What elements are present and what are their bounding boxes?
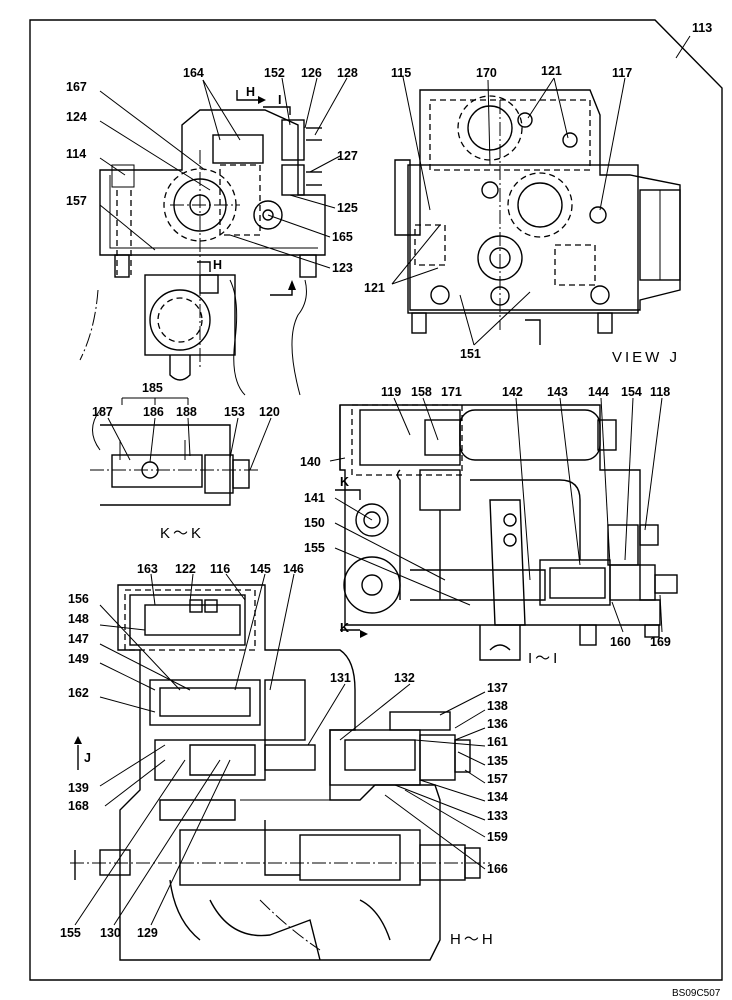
label-152: 152	[264, 66, 285, 80]
label-150: 150	[304, 516, 325, 530]
label-121-bottom: 121	[364, 281, 385, 295]
label-125: 125	[337, 201, 358, 215]
label-160: 160	[610, 635, 631, 649]
label-158: 158	[411, 385, 432, 399]
label-155-bottom: 155	[60, 926, 81, 940]
label-127: 127	[337, 149, 358, 163]
page-number: 113	[692, 21, 712, 35]
label-151: 151	[460, 347, 481, 361]
label-124: 124	[66, 110, 87, 124]
label-116: 116	[210, 562, 230, 576]
label-119: 119	[381, 385, 401, 399]
label-155-right: 155	[304, 541, 325, 555]
label-132: 132	[394, 671, 415, 685]
section-marker-k-upper: K	[340, 475, 349, 489]
label-185: 185	[142, 381, 163, 395]
section-marker-h-top: H	[246, 85, 255, 99]
label-169: 169	[650, 635, 671, 649]
label-130: 130	[100, 926, 121, 940]
label-170: 170	[476, 66, 497, 80]
section-marker-j: J	[84, 751, 91, 765]
label-128: 128	[337, 66, 358, 80]
label-131: 131	[330, 671, 351, 685]
label-163: 163	[137, 562, 158, 576]
label-122: 122	[175, 562, 196, 576]
label-146: 146	[283, 562, 304, 576]
label-134: 134	[487, 790, 508, 804]
label-161: 161	[487, 735, 508, 749]
label-118: 118	[650, 385, 670, 399]
label-186: 186	[143, 405, 164, 419]
label-121-top: 121	[541, 64, 562, 78]
view-title-i-i: I～I	[528, 650, 560, 667]
view-title-k-k: K～K	[160, 525, 204, 542]
label-137: 137	[487, 681, 508, 695]
label-126: 126	[301, 66, 322, 80]
top-left-view: H I H	[79, 85, 326, 396]
label-142: 142	[502, 385, 523, 399]
view-title-h-h: H～H	[450, 931, 496, 948]
label-166: 166	[487, 862, 508, 876]
bracket-185	[121, 397, 189, 405]
section-marker-k-lower: K	[340, 621, 349, 635]
label-123: 123	[332, 261, 353, 275]
label-147: 147	[68, 632, 89, 646]
label-114: 114	[66, 147, 86, 161]
drawing-code: BS09C507	[672, 988, 721, 999]
label-167: 167	[66, 80, 87, 94]
label-187: 187	[92, 405, 113, 419]
label-165: 165	[332, 230, 353, 244]
label-157-top: 157	[66, 194, 87, 208]
label-162: 162	[68, 686, 89, 700]
sheet-border	[29, 19, 723, 981]
label-129: 129	[137, 926, 158, 940]
label-188: 188	[176, 405, 197, 419]
label-115: 115	[391, 66, 411, 80]
label-149: 149	[68, 652, 89, 666]
label-136: 136	[487, 717, 508, 731]
part-labels: 167 164 152 126 128 124 114 127 157 125 …	[60, 64, 671, 940]
page-number-leader	[675, 35, 691, 59]
label-148: 148	[68, 612, 89, 626]
k-k-view: K～K	[90, 409, 260, 542]
section-marker-h-mid: H	[213, 258, 222, 272]
label-117: 117	[612, 66, 632, 80]
label-138: 138	[487, 699, 508, 713]
leader-lines	[74, 76, 663, 926]
label-164: 164	[183, 66, 204, 80]
label-135: 135	[487, 754, 508, 768]
label-153: 153	[224, 405, 245, 419]
label-171: 171	[441, 385, 462, 399]
label-156: 156	[68, 592, 89, 606]
label-159: 159	[487, 830, 508, 844]
view-j: VIEW J	[394, 89, 681, 366]
label-141: 141	[304, 491, 325, 505]
label-143: 143	[547, 385, 568, 399]
label-140: 140	[300, 455, 321, 469]
view-title-j: VIEW J	[612, 349, 680, 366]
label-154: 154	[621, 385, 642, 399]
label-133: 133	[487, 809, 508, 823]
h-h-view: J H～H	[70, 584, 496, 961]
i-i-view: K K I～I	[335, 404, 678, 667]
label-120: 120	[259, 405, 280, 419]
label-144: 144	[588, 385, 609, 399]
label-139: 139	[68, 781, 89, 795]
section-marker-i-top: I	[278, 93, 281, 107]
label-157-bottom: 157	[487, 772, 508, 786]
label-145: 145	[250, 562, 271, 576]
label-168: 168	[68, 799, 89, 813]
